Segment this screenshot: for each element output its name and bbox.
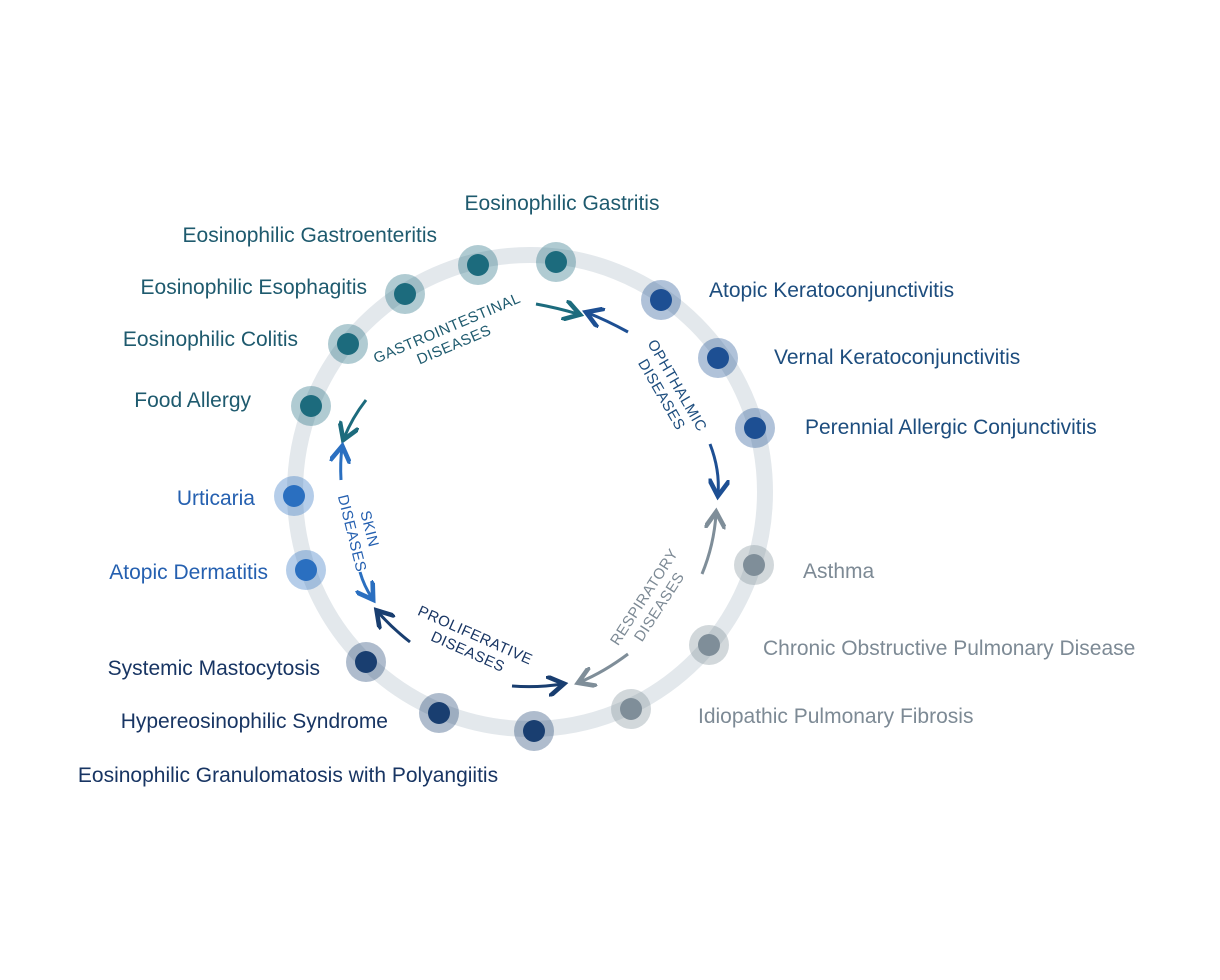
- label-urticaria: Urticaria: [177, 487, 255, 510]
- disease-nodes: [274, 242, 775, 751]
- label-asthma: Asthma: [803, 560, 875, 583]
- arrow-respiratory-back: [580, 652, 629, 682]
- arrow-skin-down: [360, 571, 372, 598]
- node-eosinophilic-gastroenteritis[interactable]: [458, 245, 498, 285]
- label-systemic-mastocytosis: Systemic Mastocytosis: [108, 657, 320, 680]
- node-asthma[interactable]: [734, 545, 774, 585]
- label-copd: Chronic Obstructive Pulmonary Disease: [763, 637, 1135, 660]
- arrow-ophthalmic-back: [588, 313, 629, 334]
- arrow-gastro-to-ophthalmic: [535, 304, 578, 314]
- label-food-allergy: Food Allergy: [134, 389, 251, 412]
- node-atopic-dermatitis[interactable]: [286, 550, 326, 590]
- node-systemic-mastocytosis[interactable]: [346, 642, 386, 682]
- node-eosinophilic-colitis[interactable]: [328, 324, 368, 364]
- label-perennial-allergic-conjunctivitis: Perennial Allergic Conjunctivitis: [805, 416, 1097, 439]
- category-ophthalmic: OPHTHALMIC DISEASES: [634, 337, 710, 435]
- node-food-allergy[interactable]: [291, 386, 331, 426]
- category-respiratory: RESPIRATORY DISEASES: [607, 546, 688, 649]
- node-eosinophilic-gastritis[interactable]: [536, 242, 576, 282]
- node-idiopathic-pulmonary-fibrosis[interactable]: [611, 689, 651, 729]
- arrow-proliferative-back: [378, 612, 411, 644]
- node-urticaria[interactable]: [274, 476, 314, 516]
- label-eosinophilic-gastritis: Eosinophilic Gastritis: [465, 192, 660, 215]
- label-eosinophilic-colitis: Eosinophilic Colitis: [123, 328, 298, 351]
- arrow-ophthalmic-down: [710, 443, 718, 494]
- disease-labels: Eosinophilic Gastritis Eosinophilic Gast…: [78, 192, 1135, 787]
- label-atopic-keratoconjunctivitis: Atopic Keratoconjunctivitis: [709, 279, 954, 302]
- node-vernal-keratoconjunctivitis[interactable]: [698, 338, 738, 378]
- arrow-respiratory-up: [700, 514, 716, 575]
- arrow-gastro-to-skin: [344, 399, 368, 438]
- arrow-skin-up: [341, 448, 342, 481]
- inner-cycle-arrows: [341, 304, 719, 687]
- category-proliferative: PROLIFERATIVE DISEASES: [415, 603, 535, 676]
- arrow-proliferative-to-respiratory: [511, 684, 562, 687]
- label-vernal-keratoconjunctivitis: Vernal Keratoconjunctivitis: [774, 346, 1020, 369]
- node-perennial-allergic-conjunctivitis[interactable]: [735, 408, 775, 448]
- node-atopic-keratoconjunctivitis[interactable]: [641, 280, 681, 320]
- label-egpa: Eosinophilic Granulomatosis with Polyang…: [78, 764, 498, 787]
- label-idiopathic-pulmonary-fibrosis: Idiopathic Pulmonary Fibrosis: [698, 705, 973, 728]
- node-hypereosinophilic-syndrome[interactable]: [419, 693, 459, 733]
- category-skin: SKIN DISEASES: [334, 493, 382, 574]
- label-hypereosinophilic-syndrome: Hypereosinophilic Syndrome: [121, 710, 388, 733]
- node-eosinophilic-esophagitis[interactable]: [385, 274, 425, 314]
- label-atopic-dermatitis: Atopic Dermatitis: [109, 561, 268, 584]
- node-egpa[interactable]: [514, 711, 554, 751]
- label-eosinophilic-gastroenteritis: Eosinophilic Gastroenteritis: [183, 224, 437, 247]
- node-copd[interactable]: [689, 625, 729, 665]
- label-eosinophilic-esophagitis: Eosinophilic Esophagitis: [141, 276, 367, 299]
